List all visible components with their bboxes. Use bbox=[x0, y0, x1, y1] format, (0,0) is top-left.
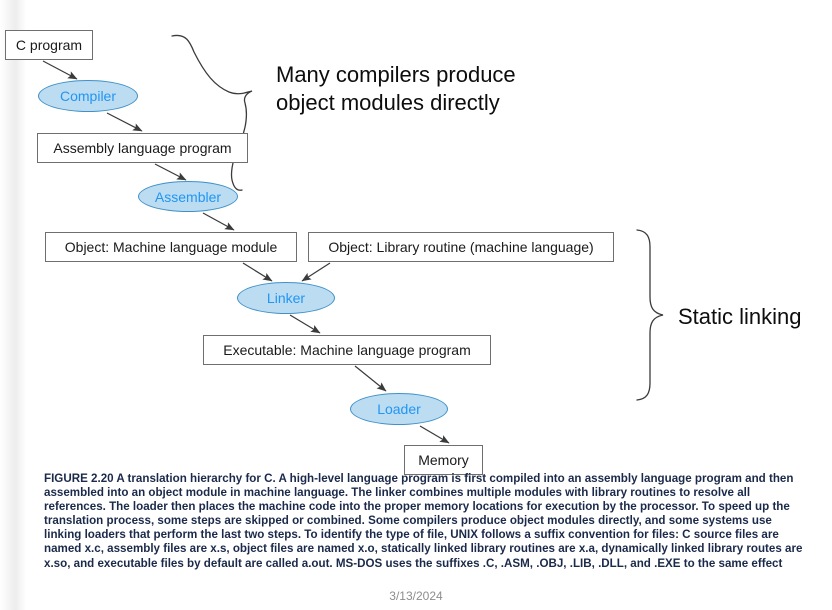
label-static-linking: Static linking bbox=[678, 304, 802, 329]
node-object-library-label: Object: Library routine (machine languag… bbox=[328, 239, 594, 255]
brace-static-linking bbox=[636, 229, 664, 401]
arrow-assembler-to-object bbox=[202, 212, 235, 231]
figure-caption-text: FIGURE 2.20 A translation hierarchy for … bbox=[44, 472, 803, 570]
node-assembly-program-label: Assembly language program bbox=[53, 140, 232, 156]
node-c-program-label: C program bbox=[15, 37, 83, 53]
node-assembler-label: Assembler bbox=[154, 188, 222, 205]
node-compiler[interactable]: Compiler bbox=[38, 80, 138, 112]
node-loader-label: Loader bbox=[377, 401, 421, 417]
arrow-objlibrary-to-linker bbox=[301, 262, 331, 282]
arrow-c-to-compiler bbox=[42, 60, 78, 80]
node-executable-label: Executable: Machine language program bbox=[223, 342, 471, 358]
node-assembler[interactable]: Assembler bbox=[138, 181, 238, 212]
figure-caption: FIGURE 2.20 A translation hierarchy for … bbox=[44, 472, 804, 571]
arrow-loader-to-memory bbox=[419, 425, 450, 444]
node-linker-label: Linker bbox=[266, 290, 306, 306]
node-linker[interactable]: Linker bbox=[237, 282, 335, 314]
date-stamp: 3/13/2024 bbox=[389, 589, 443, 603]
arrow-group bbox=[42, 60, 450, 444]
arrow-linker-to-executable bbox=[289, 314, 321, 334]
node-memory[interactable]: Memory bbox=[404, 445, 483, 475]
node-executable[interactable]: Executable: Machine language program bbox=[203, 335, 491, 365]
node-memory-label: Memory bbox=[418, 452, 469, 468]
node-assembly-program[interactable]: Assembly language program bbox=[37, 133, 248, 163]
annotation-many-compilers: Many compilers produce object modules di… bbox=[276, 62, 516, 115]
arrow-assembly-to-assembler bbox=[154, 163, 187, 181]
brace-compilers bbox=[171, 34, 253, 191]
node-loader[interactable]: Loader bbox=[350, 393, 448, 425]
node-c-program[interactable]: C program bbox=[5, 30, 93, 60]
arrow-compiler-to-assembly bbox=[106, 112, 143, 132]
arrow-objmodule-to-linker bbox=[242, 262, 273, 282]
node-object-module-label: Object: Machine language module bbox=[64, 239, 278, 255]
node-object-library[interactable]: Object: Library routine (machine languag… bbox=[308, 232, 614, 262]
node-compiler-label: Compiler bbox=[59, 88, 116, 104]
arrow-executable-to-loader bbox=[354, 365, 387, 392]
node-object-module[interactable]: Object: Machine language module bbox=[45, 232, 297, 262]
